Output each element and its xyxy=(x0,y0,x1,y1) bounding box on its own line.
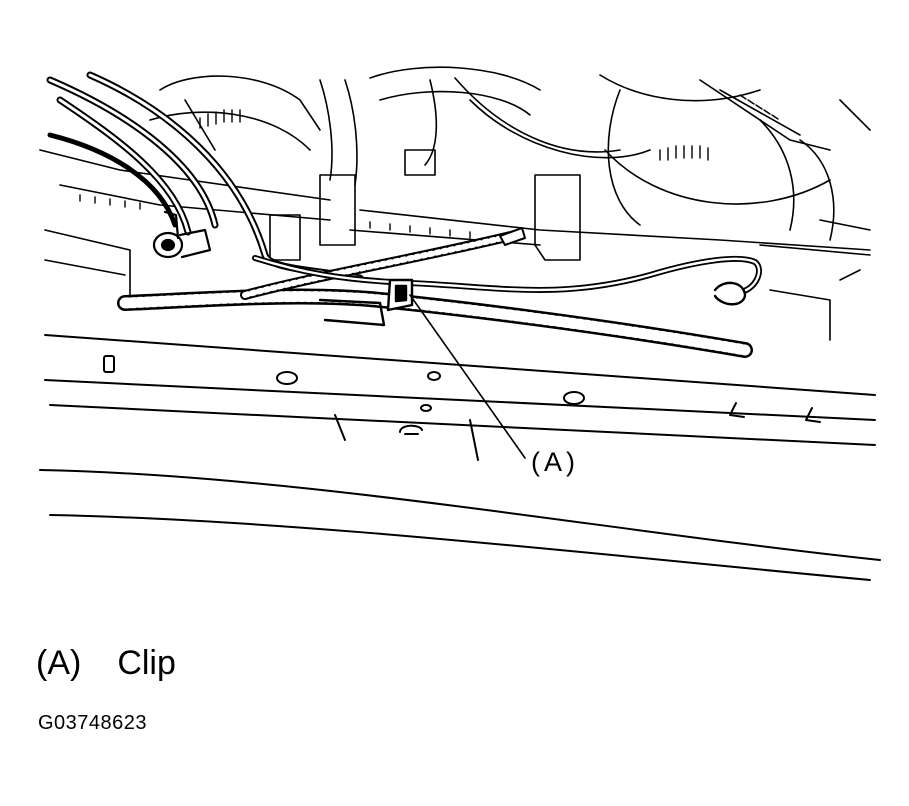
legend-description: Clip xyxy=(117,644,176,682)
callout-label-a: (A) xyxy=(531,447,579,477)
hose-clamp xyxy=(152,210,212,259)
legend: (A) Clip xyxy=(36,644,176,683)
legend-key: (A) xyxy=(36,644,82,682)
grille-hatching xyxy=(79,94,779,239)
crossmember-panel xyxy=(39,334,881,581)
figure-id: G03748623 xyxy=(38,712,148,734)
harness-diagram: (A) xyxy=(39,66,881,581)
coolant-hoses xyxy=(46,71,364,282)
routed-cable xyxy=(252,255,762,306)
clip-a xyxy=(318,278,414,327)
callout-leader-line xyxy=(409,294,526,459)
